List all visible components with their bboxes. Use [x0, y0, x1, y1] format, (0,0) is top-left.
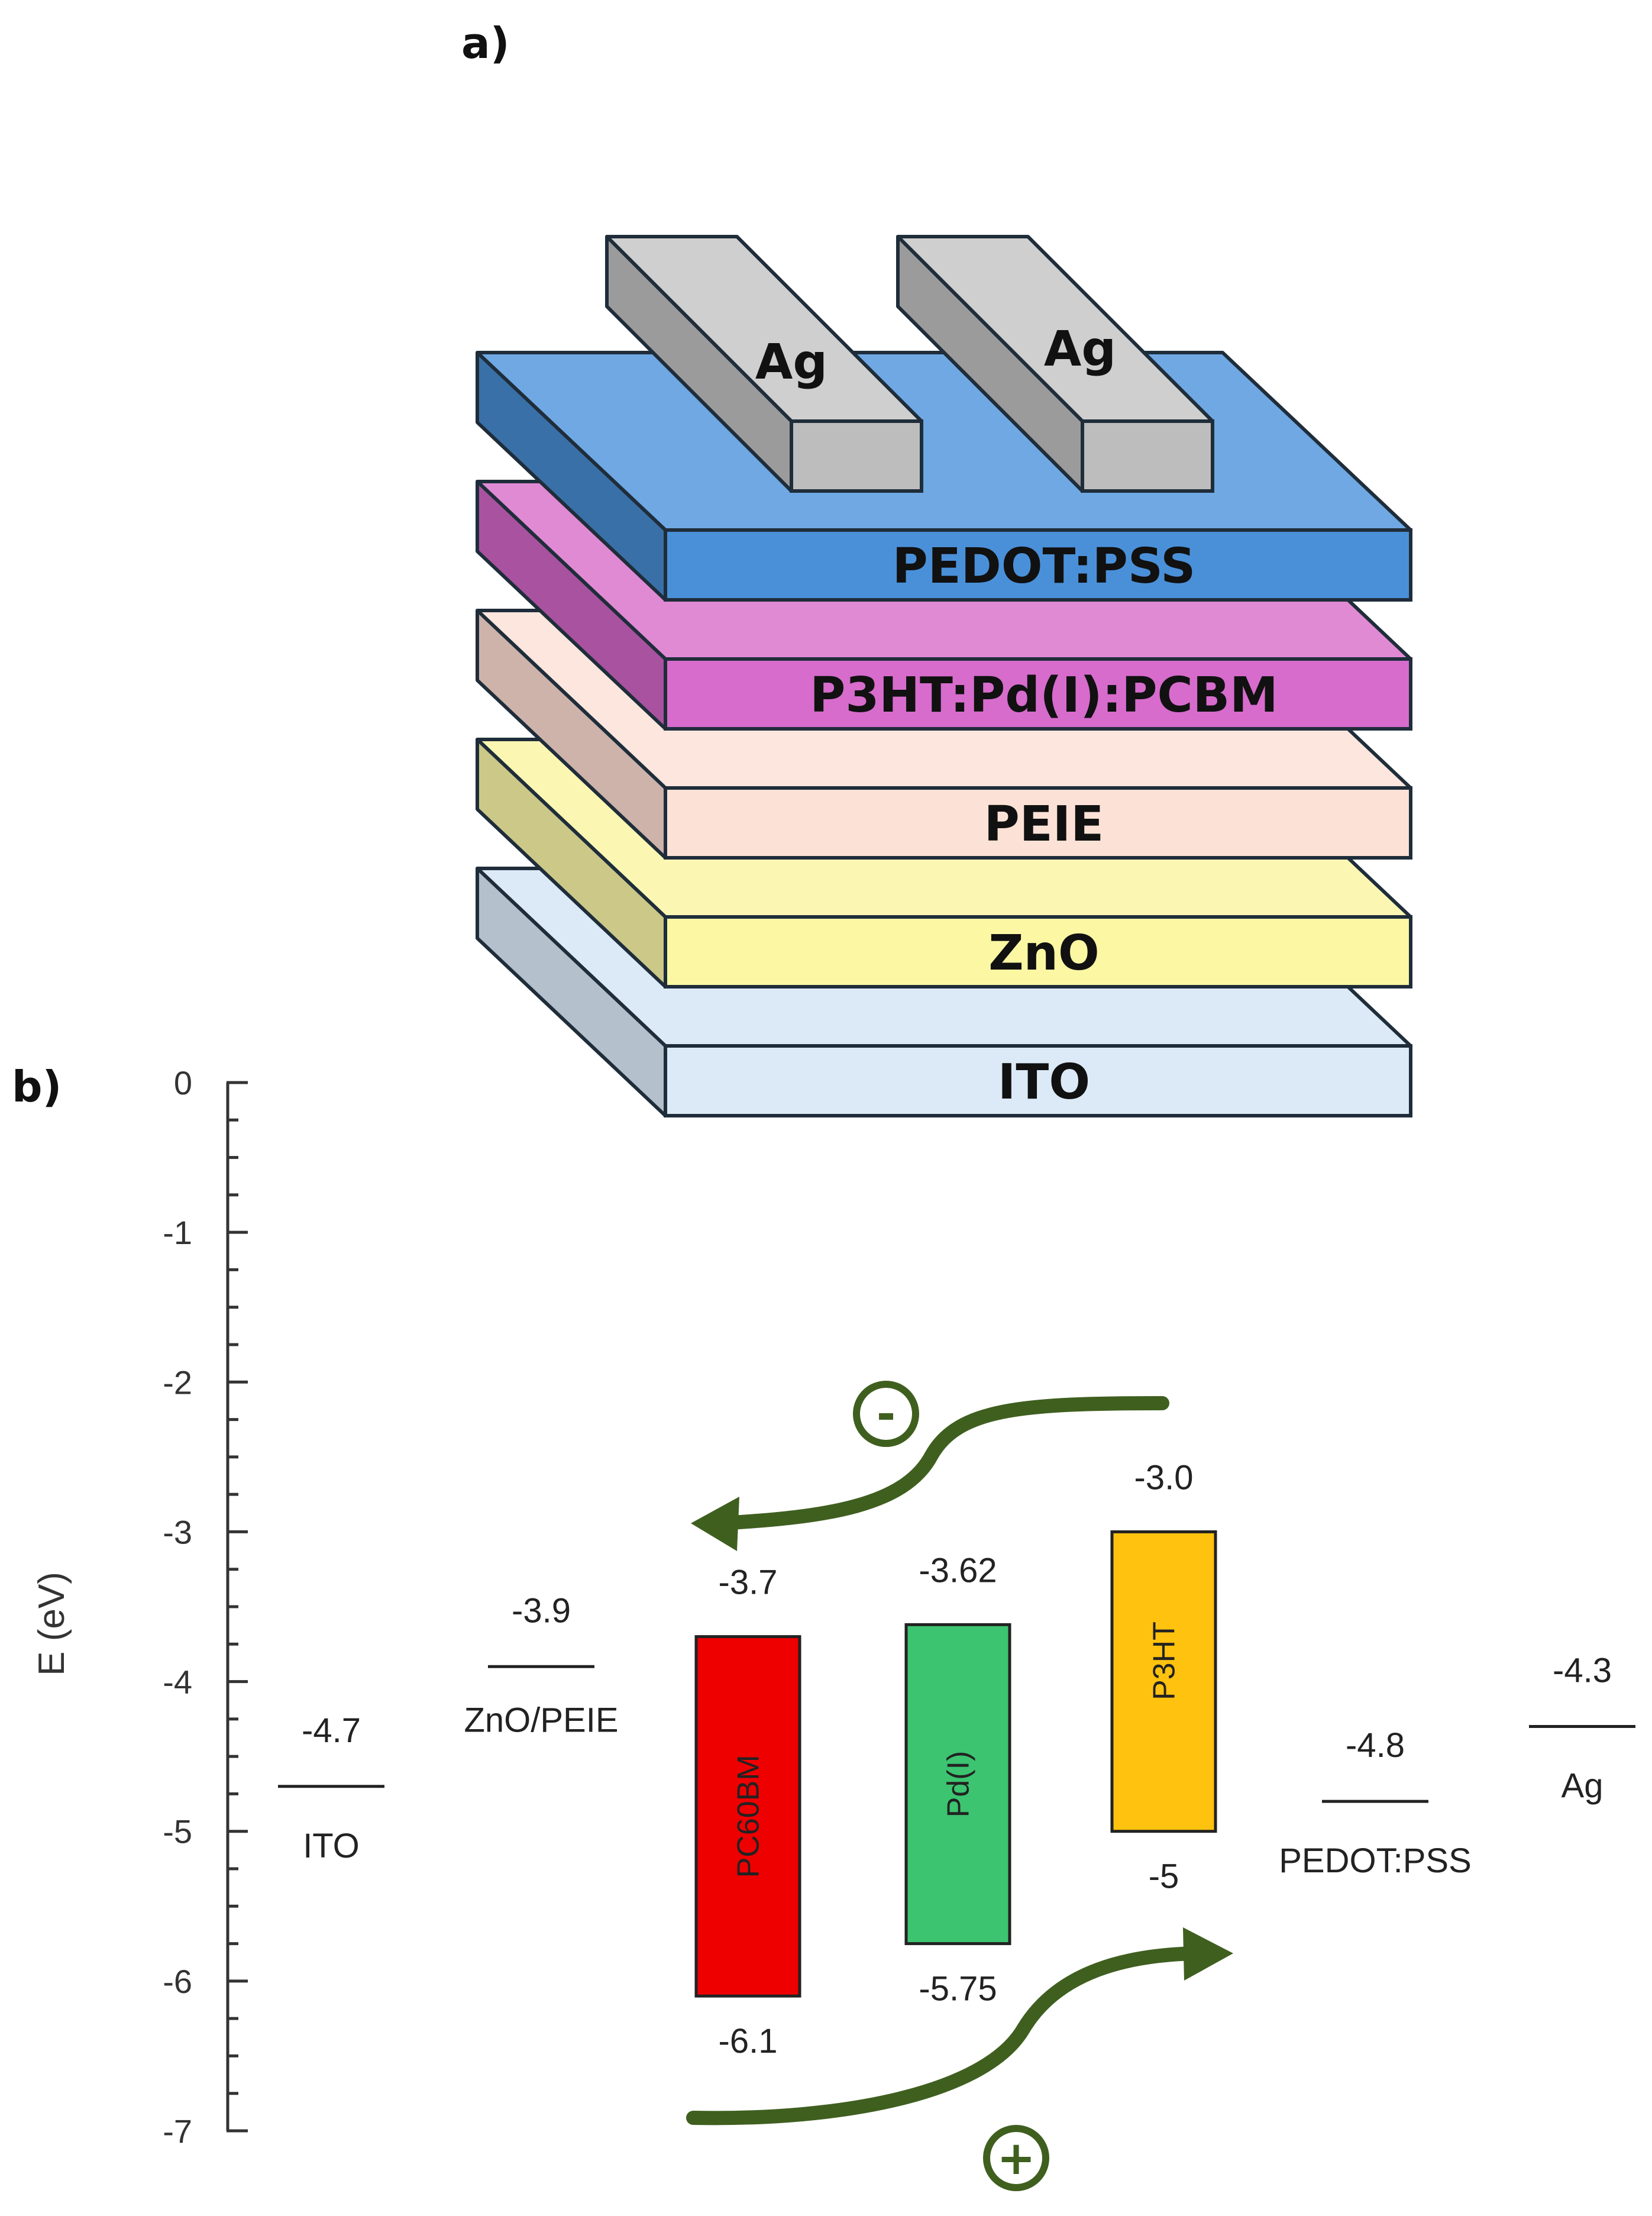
lumo-label: -3.0 — [1134, 1458, 1194, 1497]
band-bar — [694, 1635, 801, 1998]
y-tick-label: -5 — [163, 1813, 192, 1850]
y-tick-label: -6 — [163, 1963, 192, 2000]
panel-b-label: b) — [12, 1062, 62, 1112]
carrier-sign: + — [997, 2132, 1035, 2185]
electrode-front-face — [1081, 419, 1214, 493]
panel-a-label: a) — [461, 18, 510, 68]
layer-front-face — [664, 786, 1412, 860]
layer-label: PEIE — [984, 796, 1104, 852]
electrode-front-face — [790, 419, 923, 493]
ag-electrode-1: Ag — [605, 235, 923, 493]
device-stack-panel: a) ITO ZnO PEIE P3HT:Pd(I):PCBM PEDOT:PSS Ag… — [461, 18, 1412, 1117]
band-name-label: PC60BM — [732, 1755, 766, 1878]
y-axis: 0 -1 -2 -3 -4 -5 -6 -7 — [163, 1064, 248, 2150]
layer-label: ITO — [998, 1054, 1090, 1110]
carrier-symbols: -+ — [853, 1381, 1049, 2191]
carrier-arrows — [686, 1396, 1233, 2125]
hole-transfer-arrow — [686, 1946, 1202, 2125]
y-tick-label: -7 — [163, 2112, 192, 2150]
level-value-label: -3.9 — [512, 1591, 571, 1630]
energy-bands: -3.7 -6.1 PC60BM -3.62 -5.75 Pd(I) -3.0 -5 P3HT — [694, 1458, 1217, 2060]
electrode-label: Ag — [755, 334, 827, 390]
electrode-group: Ag Ag — [605, 235, 1214, 493]
level-ag: -4.3Ag — [1529, 1652, 1635, 1805]
layer-label: PEDOT:PSS — [893, 538, 1196, 595]
carrier-circle — [983, 2125, 1049, 2191]
y-tick-label: -1 — [163, 1214, 192, 1251]
homo-label: -6.1 — [719, 2022, 778, 2060]
band-name-label: Pd(I) — [942, 1751, 976, 1818]
y-axis-title: E (eV) — [31, 1572, 72, 1676]
level-value-label: -4.8 — [1346, 1726, 1405, 1765]
layer-label: P3HT:Pd(I):PCBM — [810, 667, 1278, 723]
ag-electrode-2: Ag — [896, 235, 1214, 493]
lumo-label: -3.7 — [719, 1564, 778, 1602]
electron-arrow-head — [691, 1497, 739, 1551]
y-tick-label: 0 — [174, 1064, 192, 1101]
level-name-label: Ag — [1562, 1767, 1603, 1805]
level-value-label: -4.3 — [1553, 1652, 1612, 1690]
electron-transfer-arrow — [713, 1396, 1169, 1530]
hole-arrow-head — [1183, 1927, 1233, 1981]
lumo-label: -3.62 — [919, 1551, 997, 1590]
carrier-sign: - — [877, 1388, 895, 1441]
band-bar — [1110, 1530, 1217, 1833]
level-value-label: -4.7 — [302, 1711, 361, 1750]
layer-front-face — [664, 1044, 1412, 1117]
y-tick-label: -2 — [163, 1364, 192, 1401]
homo-label: -5 — [1149, 1858, 1179, 1896]
level-name-label: ITO — [303, 1827, 360, 1865]
electron-symbol: - — [853, 1381, 919, 1447]
layer-front-face — [664, 657, 1412, 731]
homo-label: -5.75 — [919, 1970, 997, 2008]
hole-symbol: + — [983, 2125, 1049, 2191]
layer-front-face — [664, 915, 1412, 989]
electrode-label: Ag — [1044, 321, 1116, 377]
band-p3ht: -3.0 -5 P3HT — [1110, 1458, 1217, 1896]
y-tick-label: -3 — [163, 1513, 192, 1550]
y-tick-label: -4 — [163, 1663, 192, 1701]
layer-front-face — [664, 528, 1412, 602]
band-pd-i: -3.62 -5.75 Pd(I) — [904, 1551, 1011, 2008]
carrier-circle — [853, 1381, 919, 1447]
band-pc60bm: -3.7 -6.1 PC60BM — [694, 1564, 801, 2060]
layer-stack: ITO ZnO PEIE P3HT:Pd(I):PCBM PEDOT:PSS — [476, 351, 1412, 1117]
band-bar — [904, 1623, 1011, 1946]
level-name-label: PEDOT:PSS — [1279, 1842, 1472, 1880]
level-name-label: ZnO/PEIE — [464, 1701, 618, 1739]
layer-label: ZnO — [988, 925, 1100, 981]
band-name-label: P3HT — [1147, 1621, 1182, 1700]
